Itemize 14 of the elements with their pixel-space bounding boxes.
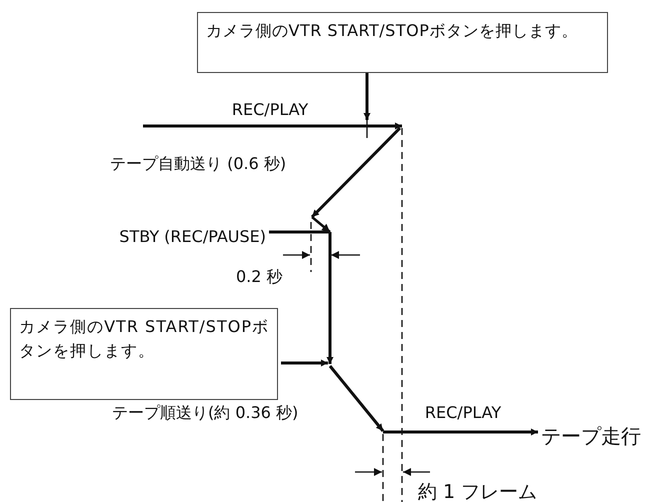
state-label: テープ走行 (541, 423, 646, 449)
step-label: テープ順送り(約 0.36 秒) (112, 403, 298, 424)
note-box: カメラ側のVTR START/STOPボタンを押します。 (10, 308, 278, 400)
edge-label: REC/PLAY (424, 403, 502, 422)
note-box: カメラ側のVTR START/STOPボタンを押します。 (197, 12, 608, 73)
arrow (383, 428, 538, 436)
dimension-label: 0.2 秒 (236, 267, 283, 288)
leader-line (269, 230, 330, 234)
dimension-label: 約 1 フレーム (418, 480, 538, 502)
arrow (281, 360, 328, 366)
state-label: REC/PLAY (232, 100, 308, 119)
state-label: STBY (REC/PAUSE) (70, 225, 266, 249)
step-label: テープ自動送り (0.6 秒) (110, 154, 286, 175)
arrow (364, 73, 370, 120)
